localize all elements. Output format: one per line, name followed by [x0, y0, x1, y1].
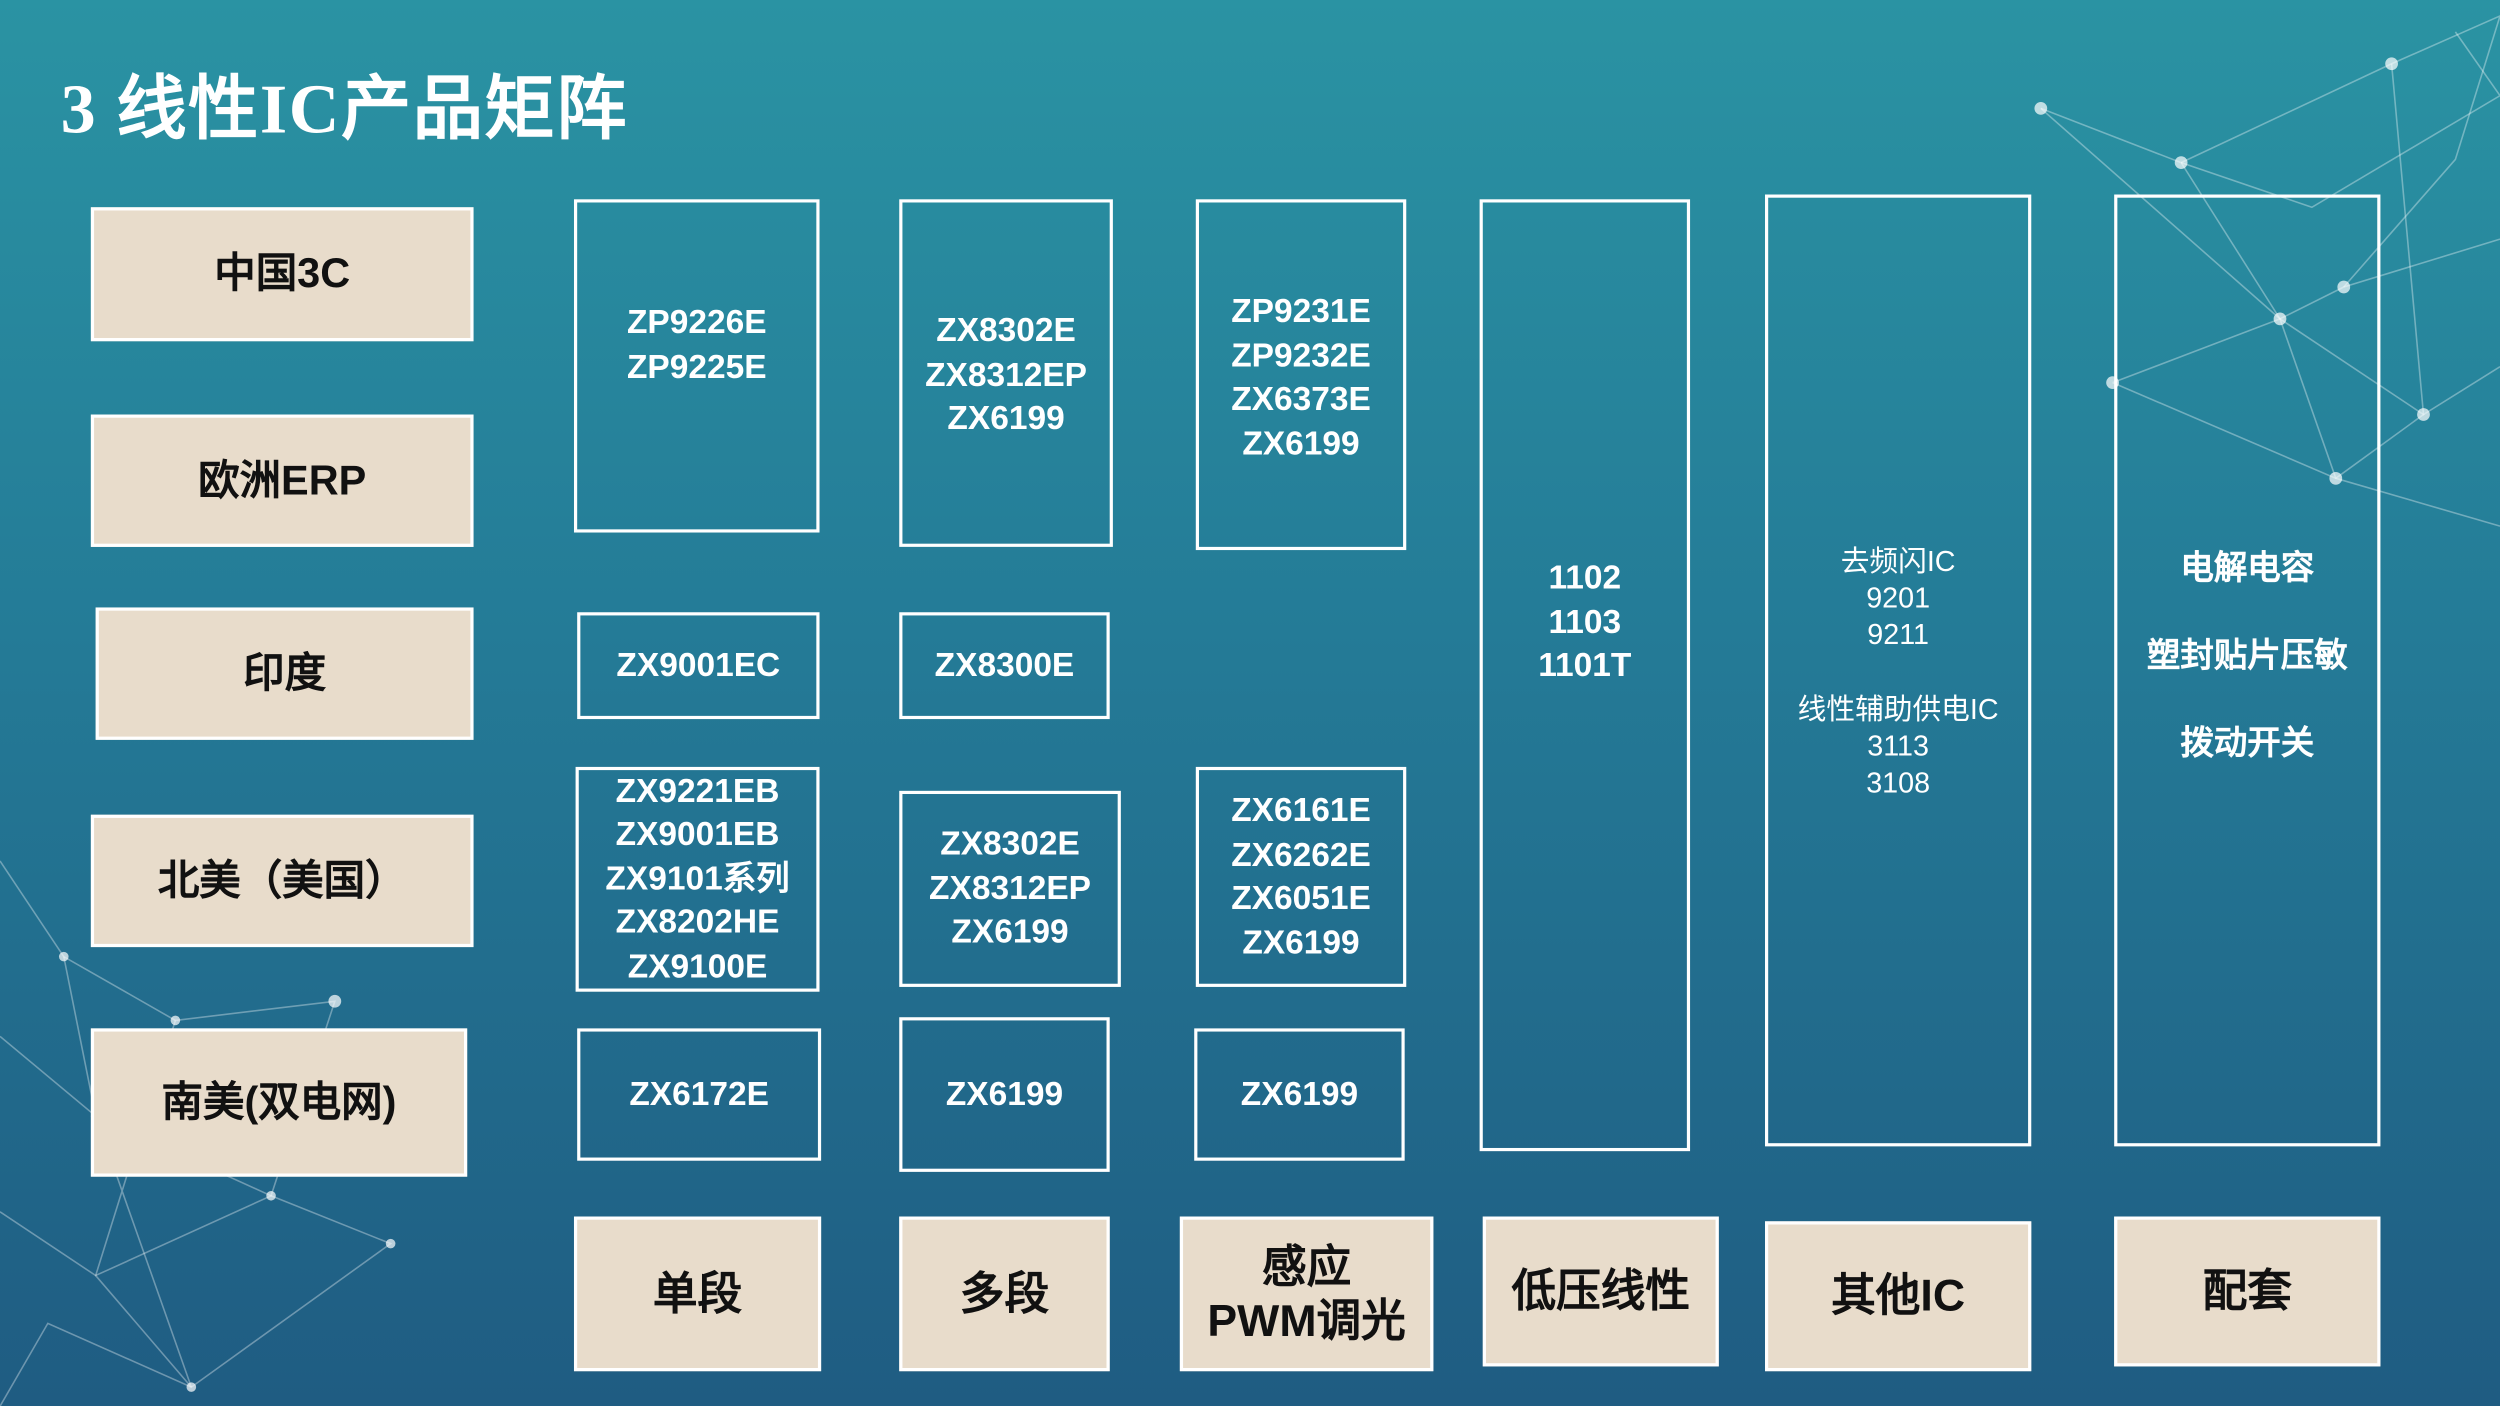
part: 9201: [1866, 581, 1931, 614]
part: ZX6051E: [1231, 880, 1371, 917]
category-multi-stage: 多段: [899, 1216, 1110, 1372]
part: 3108: [1866, 766, 1931, 799]
part: ZX8302E: [940, 826, 1080, 863]
part: 电解电容: [2180, 550, 2315, 587]
part: ZX6199: [947, 400, 1065, 437]
category-accessories: 配套: [2114, 1216, 2381, 1367]
part: ZX6172E: [629, 1075, 769, 1113]
category-line: 感应: [1261, 1241, 1352, 1292]
group-title: 去频闪IC: [1840, 545, 1956, 578]
part: ZX9100E: [627, 948, 768, 985]
region-south-america: 南美(双电网): [90, 1028, 468, 1177]
part: ZX6199: [1240, 1075, 1359, 1113]
category-line: PWM调光: [1207, 1295, 1406, 1345]
part: ZP9232E: [1231, 337, 1371, 374]
part: ZX6262E: [1231, 836, 1371, 873]
part: ZX9221EB: [615, 772, 780, 810]
single-india: ZX9001EC: [577, 612, 820, 720]
single-china-eu: ZP9226E ZP9225E: [573, 199, 820, 533]
part: ZX9001EB: [615, 816, 780, 854]
part: ZX8302E: [936, 312, 1076, 350]
part: 1101T: [1538, 647, 1632, 684]
multi-na: ZX8302E ZX8312EP ZX6199: [899, 790, 1121, 987]
low-voltage-column: 1102 1103 1101T: [1479, 199, 1691, 1152]
part: ZX6373E: [1231, 381, 1371, 418]
part: 1102: [1548, 559, 1622, 597]
page-title: 3 线性IC产品矩阵: [60, 70, 629, 149]
part: ZX8312EP: [929, 870, 1092, 907]
part: 塑封贴片压敏: [2146, 637, 2348, 675]
region-eu-erp: 欧洲ERP: [90, 414, 474, 547]
region-india: 印度: [95, 607, 474, 740]
part: ZP9231E: [1231, 293, 1371, 331]
multi-china-eu: ZX8302E ZX8312EP ZX6199: [899, 199, 1113, 547]
part: ZP9226E: [626, 304, 767, 342]
part: 1103: [1548, 603, 1622, 641]
part: 3113: [1867, 730, 1929, 763]
part: ZX6199: [1242, 923, 1360, 961]
single-na: ZX9221EB ZX9001EB ZX9101系列 ZX8202HE ZX9100E: [575, 766, 820, 992]
pwm-sa: ZX6199: [1194, 1028, 1405, 1161]
single-sa: ZX6172E: [577, 1028, 822, 1161]
part: ZP9225E: [626, 348, 767, 386]
region-china-3c: 中国3C: [90, 207, 474, 342]
pwm-na: ZX6161E ZX6262E ZX6051E ZX6199: [1195, 766, 1407, 987]
category-low-voltage: 低压线性: [1482, 1216, 1719, 1367]
group-title: 线性辅助供电IC: [1797, 693, 1999, 726]
category-other-ic: 其他IC: [1765, 1221, 2032, 1372]
part: ZX8202HE: [615, 904, 780, 942]
category-single-stage: 单段: [573, 1216, 822, 1372]
part: ZX9001EC: [616, 646, 781, 684]
multi-india: ZX8300E: [899, 612, 1110, 720]
region-north-america: 北美（美国）: [90, 814, 474, 948]
part: ZX6199: [1242, 424, 1360, 462]
part: ZX6199: [945, 1075, 1064, 1113]
accessories-column: 电解电容塑封贴片压敏拨动开关: [2114, 194, 2381, 1147]
part: 拨动开关: [2180, 725, 2315, 763]
part: ZX9101系列: [605, 860, 790, 898]
part: ZX8300E: [934, 646, 1075, 684]
pwm-china-eu: ZP9231E ZP9232E ZX6373E ZX6199: [1195, 199, 1407, 551]
part: ZX8312EP: [925, 356, 1088, 394]
part: ZX6161E: [1231, 792, 1371, 830]
multi-sa: ZX6199: [899, 1017, 1110, 1172]
part: 9211: [1867, 618, 1929, 651]
part: ZX6199: [951, 913, 1069, 951]
